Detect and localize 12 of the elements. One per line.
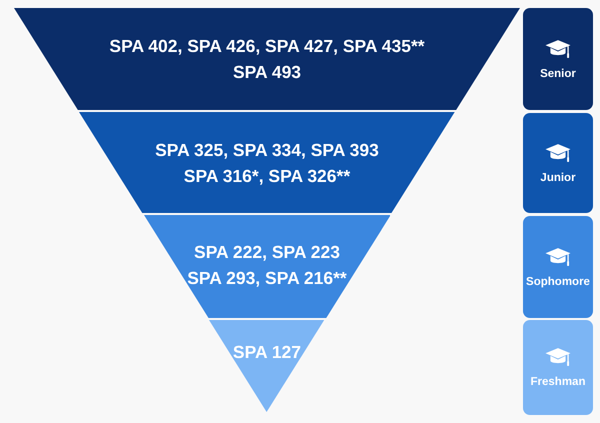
course-list: SPA 402, SPA 426, SPA 427, SPA 435** SPA 493 — [101, 33, 433, 85]
course-list: SPA 222, SPA 223 SPA 293, SPA 216** — [182, 238, 351, 290]
level-label: Junior — [540, 170, 576, 184]
level-label: Senior — [540, 66, 576, 80]
level-card — [523, 216, 593, 318]
course-list: SPA 325, SPA 334, SPA 393 SPA 316*, SPA 326** — [148, 136, 386, 188]
level-card — [523, 8, 593, 110]
level-card — [523, 320, 593, 415]
level-card — [523, 113, 593, 213]
level-label: Freshman — [530, 375, 586, 389]
course-list: SPA 127 — [226, 339, 307, 365]
level-label: Sophomore — [526, 274, 590, 288]
